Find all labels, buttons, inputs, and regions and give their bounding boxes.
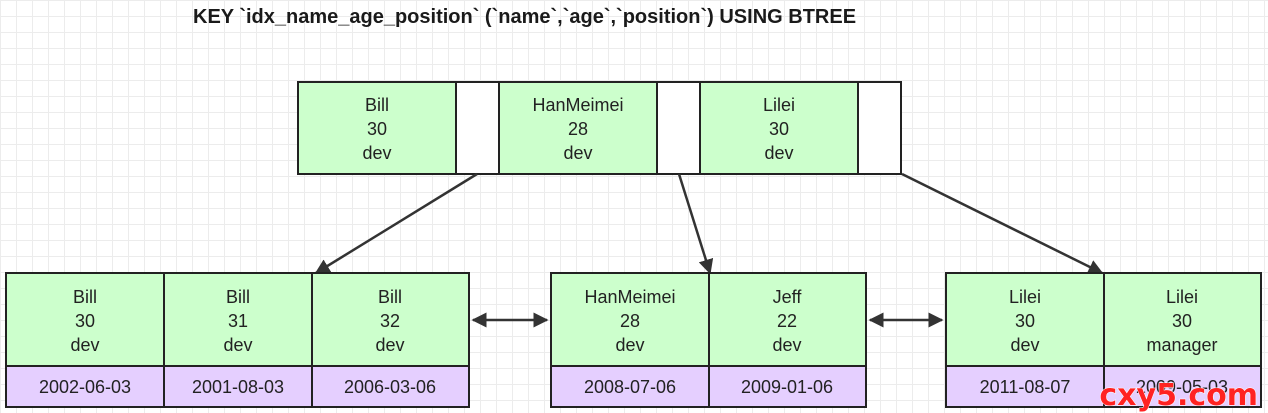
key-name: HanMeimei bbox=[532, 95, 623, 115]
index-title: KEY `idx_name_age_position` (`name`,`age… bbox=[193, 6, 857, 28]
child-pointer-0 bbox=[455, 81, 500, 175]
key-position: dev bbox=[70, 335, 99, 355]
leaf-entry: Bill 30 dev 2002-06-03 bbox=[5, 272, 165, 408]
row-date: 2011-08-07 bbox=[980, 377, 1071, 397]
key-age: 30 bbox=[367, 119, 387, 139]
leaf-entry: Lilei 30 manager 2009-05-03 bbox=[1103, 272, 1262, 408]
key-name: HanMeimei bbox=[584, 287, 675, 307]
row-date: 2006-03-06 bbox=[344, 377, 436, 397]
key-position: dev bbox=[1010, 335, 1039, 355]
key-age: 28 bbox=[620, 311, 640, 331]
key-name: Bill bbox=[73, 287, 97, 307]
key-name: Lilei bbox=[1166, 287, 1198, 307]
key-position: manager bbox=[1146, 335, 1217, 355]
key-age: 30 bbox=[1172, 311, 1192, 331]
root-key-2: Lilei 30 dev bbox=[699, 81, 859, 175]
edge-to-leaf-0 bbox=[314, 172, 478, 275]
child-pointer-1 bbox=[656, 81, 701, 175]
leaf-node-0: Bill 30 dev 2002-06-03 Bill 31 dev 2001-… bbox=[5, 272, 470, 408]
leaf-entry: Lilei 30 dev 2011-08-07 bbox=[945, 272, 1105, 408]
key-age: 32 bbox=[380, 311, 400, 331]
key-name: Bill bbox=[226, 287, 250, 307]
key-position: dev bbox=[615, 335, 644, 355]
root-key-1: HanMeimei 28 dev bbox=[498, 81, 658, 175]
key-age: 28 bbox=[568, 119, 588, 139]
key-name: Bill bbox=[378, 287, 402, 307]
child-pointer-2 bbox=[857, 81, 902, 175]
key-position: dev bbox=[764, 143, 793, 163]
row-date: 2009-01-06 bbox=[741, 377, 833, 397]
key-name: Bill bbox=[365, 95, 389, 115]
key-age: 22 bbox=[777, 311, 797, 331]
leaf-node-1: HanMeimei 28 dev 2008-07-06 Jeff 22 dev … bbox=[550, 272, 867, 408]
key-name: Lilei bbox=[1009, 287, 1041, 307]
key-name: Jeff bbox=[773, 287, 803, 307]
root-key-0: Bill 30 dev bbox=[297, 81, 457, 175]
key-age: 30 bbox=[75, 311, 95, 331]
key-age: 30 bbox=[1015, 311, 1035, 331]
edge-to-leaf-2 bbox=[901, 172, 1104, 275]
leaf-entry: HanMeimei 28 dev 2008-07-06 bbox=[550, 272, 710, 408]
leaf-entry: Bill 31 dev 2001-08-03 bbox=[163, 272, 313, 408]
leaf-node-2: Lilei 30 dev 2011-08-07 Lilei 30 manager… bbox=[945, 272, 1262, 408]
row-date: 2002-06-03 bbox=[39, 377, 131, 397]
key-name: Lilei bbox=[763, 95, 795, 115]
edge-to-leaf-1 bbox=[677, 173, 714, 275]
key-position: dev bbox=[772, 335, 801, 355]
key-position: dev bbox=[563, 143, 592, 163]
key-age: 30 bbox=[769, 119, 789, 139]
root-node: Bill 30 dev HanMeimei 28 dev Lilei 30 de… bbox=[297, 81, 902, 175]
key-position: dev bbox=[223, 335, 252, 355]
leaf-entry: Bill 32 dev 2006-03-06 bbox=[311, 272, 470, 408]
leaf-entry: Jeff 22 dev 2009-01-06 bbox=[708, 272, 867, 408]
key-age: 31 bbox=[228, 311, 248, 331]
row-date: 2001-08-03 bbox=[192, 377, 284, 397]
key-position: dev bbox=[375, 335, 404, 355]
key-position: dev bbox=[362, 143, 391, 163]
row-date: 2008-07-06 bbox=[584, 377, 676, 397]
watermark: cxy5.com bbox=[1099, 378, 1258, 413]
row-date: 2009-05-03 bbox=[1136, 377, 1228, 397]
